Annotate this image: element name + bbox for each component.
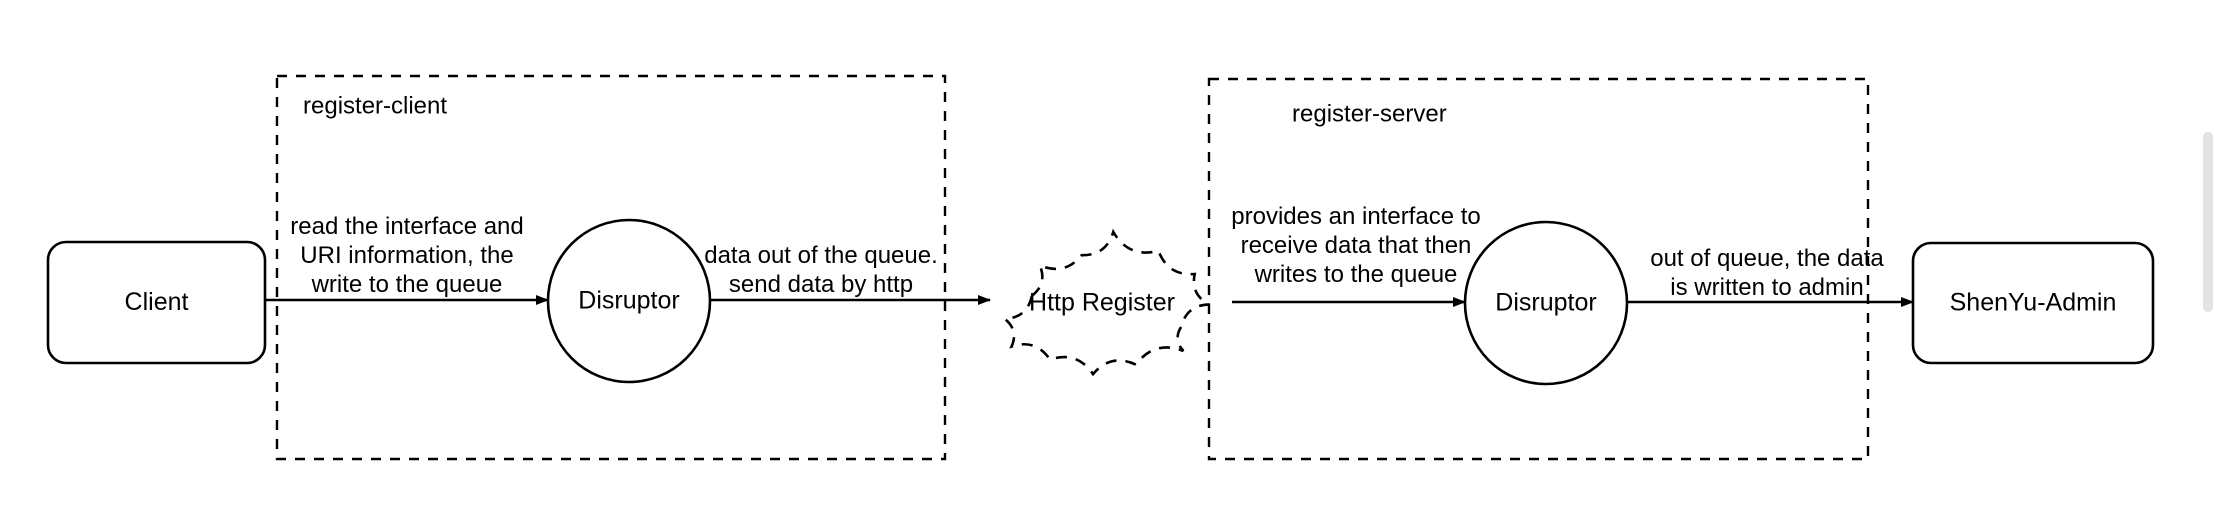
node-shape-disruptor-1[interactable] (546, 218, 712, 384)
node-client[interactable]: Client (46, 240, 267, 365)
scrollbar-track[interactable] (2202, 0, 2214, 518)
node-shape-shenyu-admin[interactable] (1911, 241, 2155, 365)
group-register-client: register-client (275, 74, 947, 461)
node-disruptor-1[interactable]: Disruptor (546, 218, 712, 384)
nodes-layer: Client Disruptor Http Register Disruptor She… (46, 218, 2155, 386)
node-label-shenyu-admin: ShenYu-Admin (1950, 289, 2117, 317)
node-disruptor-2[interactable]: Disruptor (1463, 220, 1629, 386)
group-label-register-client: register-client (303, 92, 447, 119)
node-label-client: Client (125, 288, 189, 316)
group-border-register-client (275, 74, 947, 461)
group-register-server: register-server (1207, 77, 1870, 461)
scrollbar-thumb[interactable] (2203, 132, 2213, 312)
node-label-disruptor-2: Disruptor (1495, 289, 1596, 317)
node-label-disruptor-1: Disruptor (578, 287, 679, 315)
node-http-register[interactable]: Http Register (1001, 228, 1210, 377)
group-boundaries-layer: register-client register-server (275, 74, 1870, 461)
node-shenyu-admin[interactable]: ShenYu-Admin (1911, 241, 2155, 365)
node-shape-http-register[interactable] (1001, 228, 1210, 377)
group-border-register-server (1207, 77, 1870, 461)
edge-disruptor1-to-http-register: data out of the queue.send data by http (704, 242, 991, 305)
edge-label-disruptor1-to-http-register: data out of the queue.send data by http (704, 242, 938, 298)
node-shape-disruptor-2[interactable] (1463, 220, 1629, 386)
node-shape-client[interactable] (46, 240, 267, 365)
node-label-http-register: Http Register (1029, 289, 1175, 317)
group-label-register-server: register-server (1292, 100, 1447, 127)
